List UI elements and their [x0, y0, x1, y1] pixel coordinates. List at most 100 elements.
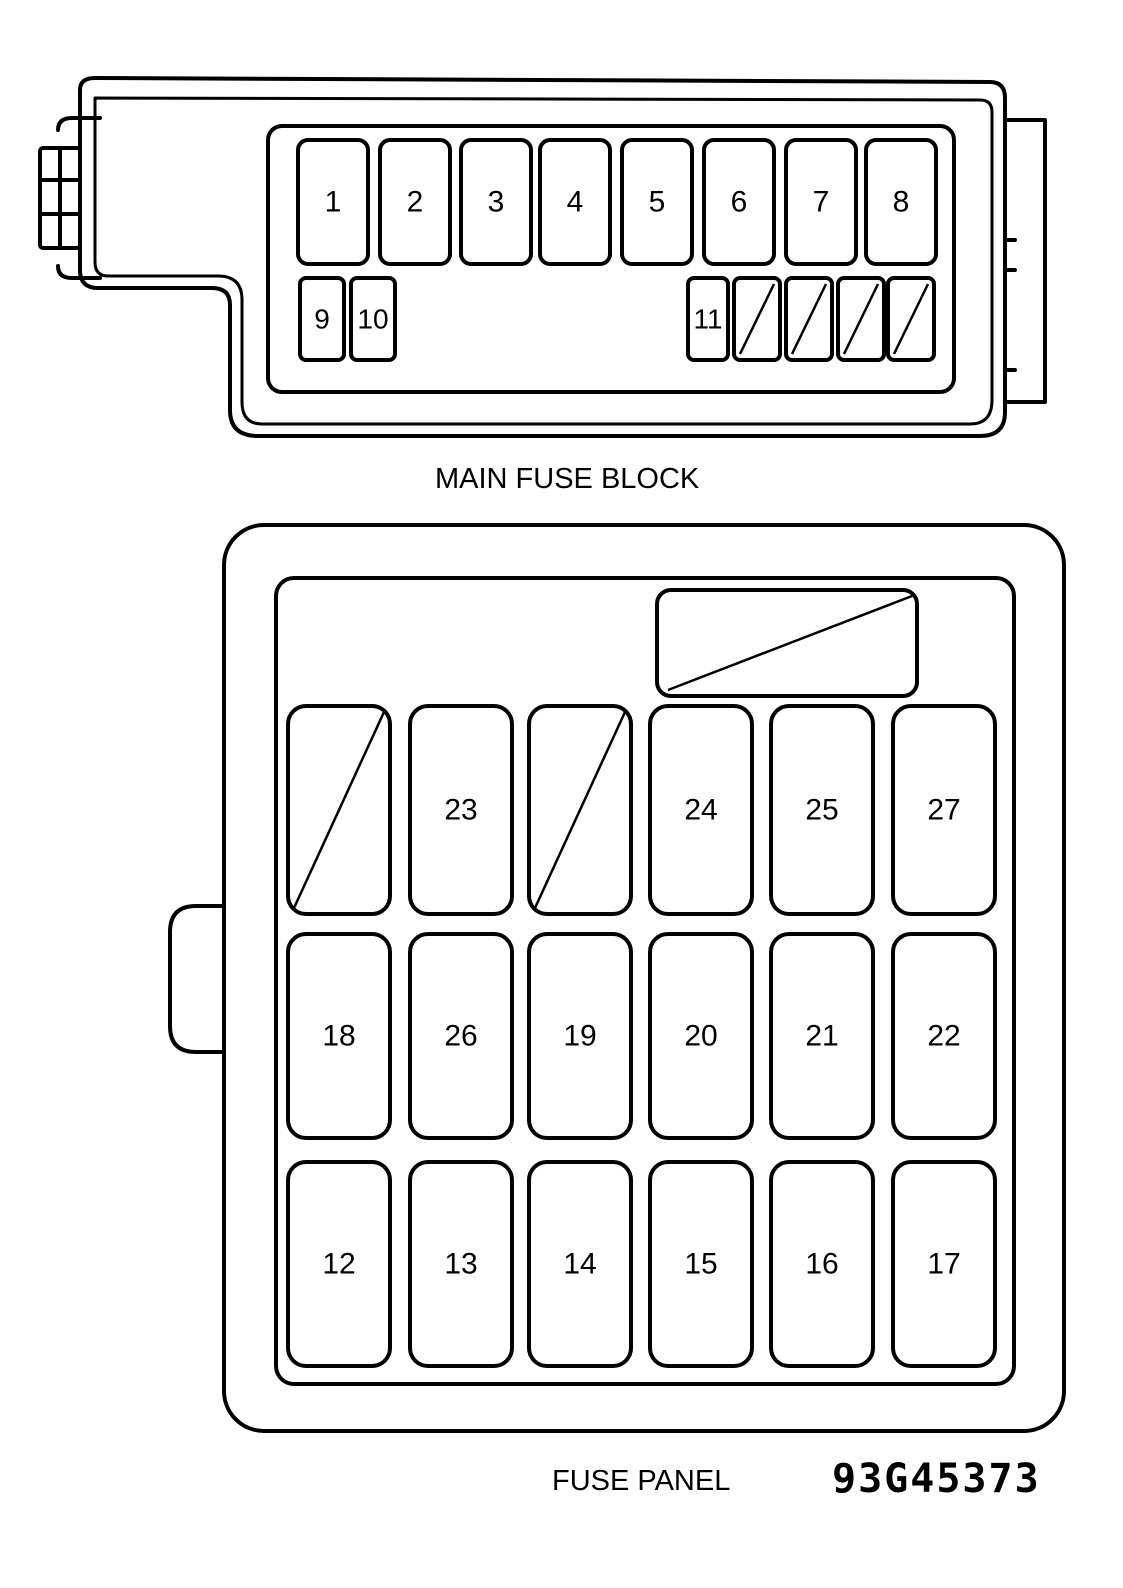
main-fuse-slots: 1 2 3 4 5 6 7 8 9 10 11	[296, 138, 938, 362]
panel-housing	[222, 523, 1066, 1433]
fuse-number: 17	[927, 1248, 960, 1281]
fuse-body	[459, 138, 533, 266]
blank-fuse-slot	[732, 276, 782, 362]
fuse-body	[408, 1160, 514, 1368]
fuse-number: 3	[488, 186, 505, 219]
fuse-number: 12	[322, 1248, 355, 1281]
fuse-number: 9	[314, 304, 330, 335]
fuse-number: 23	[444, 794, 477, 827]
fuse-body	[686, 276, 730, 362]
fuse-slot-8: 8	[864, 138, 938, 266]
fuse-number: 25	[805, 794, 838, 827]
fuse-slot-24: 24	[648, 704, 754, 916]
fuse-slot-9: 9	[298, 276, 346, 362]
fuse-number: 24	[684, 794, 717, 827]
fuse-body	[891, 704, 997, 916]
fuse-slot-25: 25	[769, 704, 875, 916]
blank-slot-slash	[790, 283, 828, 355]
main-block-housing	[78, 76, 1007, 438]
right-connector	[1003, 118, 1047, 404]
fuse-slot-12: 12	[286, 1160, 392, 1368]
fuse-body	[702, 138, 776, 266]
fuse-number: 4	[567, 186, 584, 219]
fuse-slot-7: 7	[784, 138, 858, 266]
blank-fuse-slot	[784, 276, 834, 362]
fuse-slot-26: 26	[408, 932, 514, 1140]
fuse-slot-18: 18	[286, 932, 392, 1140]
fuse-body	[349, 276, 397, 362]
main-block-tray	[266, 124, 956, 394]
fuse-slot-1: 1	[296, 138, 370, 266]
fuse-number: 6	[731, 186, 748, 219]
fuse-slot-11: 11	[686, 276, 730, 362]
fuse-number: 19	[563, 1020, 596, 1053]
blank-slot-slash	[892, 283, 930, 355]
fuse-panel-caption: FUSE PANEL	[552, 1465, 730, 1497]
fuse-body	[769, 704, 875, 916]
fuse-number: 27	[927, 794, 960, 827]
fuse-body	[769, 1160, 875, 1368]
fuse-body	[538, 138, 612, 266]
panel-side-tab	[168, 904, 226, 1054]
fuse-number: 16	[805, 1248, 838, 1281]
fuse-number: 15	[684, 1248, 717, 1281]
fuse-slot-14: 14	[527, 1160, 633, 1368]
fuse-number: 13	[444, 1248, 477, 1281]
fuse-number: 5	[649, 186, 666, 219]
fuse-body	[620, 138, 694, 266]
relay-slot	[655, 588, 919, 698]
fuse-body	[378, 138, 452, 266]
fuse-body	[648, 704, 754, 916]
fuse-number: 20	[684, 1020, 717, 1053]
fuse-slot-5: 5	[620, 138, 694, 266]
fuse-number: 18	[322, 1020, 355, 1053]
fuse-body	[286, 1160, 392, 1368]
fuse-number: 8	[893, 186, 910, 219]
panel-tray	[274, 576, 1016, 1386]
fuse-slot-4: 4	[538, 138, 612, 266]
fuse-body	[286, 932, 392, 1140]
fuse-slot-27: 27	[891, 704, 997, 916]
fuse-slot-20: 20	[648, 932, 754, 1140]
fuse-number: 1	[325, 186, 342, 219]
fuse-number: 26	[444, 1020, 477, 1053]
blank-slot-slash	[292, 711, 386, 909]
fuse-number: 21	[805, 1020, 838, 1053]
left-clip	[38, 116, 102, 280]
blank-fuse-slot	[836, 276, 886, 362]
blank-slot-slash	[533, 711, 627, 909]
fuse-body	[648, 932, 754, 1140]
figure-code: 93G45373	[832, 1456, 1041, 1502]
fuse-number: 2	[407, 186, 424, 219]
fuse-number: 10	[357, 304, 388, 335]
fuse-slot-6: 6	[702, 138, 776, 266]
fuse-body	[891, 1160, 997, 1368]
fuse-body	[769, 932, 875, 1140]
fuse-number: 7	[813, 186, 830, 219]
fuse-body	[864, 138, 938, 266]
fuse-body	[296, 138, 370, 266]
main-fuse-block: 1 2 3 4 5 6 7 8 9 10 11	[38, 76, 1047, 438]
fuse-slot-16: 16	[769, 1160, 875, 1368]
fuse-body	[298, 276, 346, 362]
fuse-body	[891, 932, 997, 1140]
fuse-slot-3: 3	[459, 138, 533, 266]
fuse-slot-2: 2	[378, 138, 452, 266]
main-block-caption: MAIN FUSE BLOCK	[435, 463, 700, 495]
fuse-body	[527, 932, 633, 1140]
fuse-slot-19: 19	[527, 932, 633, 1140]
fuse-body	[527, 1160, 633, 1368]
fuse-slot-21: 21	[769, 932, 875, 1140]
fuse-body	[408, 704, 514, 916]
fuse-slot-17: 17	[891, 1160, 997, 1368]
blank-slot-slash	[738, 283, 776, 355]
fuse-slot-13: 13	[408, 1160, 514, 1368]
fuse-body	[648, 1160, 754, 1368]
blank-fuse-slot	[527, 704, 633, 916]
blank-slot-slash	[842, 283, 880, 355]
main-block-housing-inner	[93, 96, 994, 426]
fuse-slot-10: 10	[349, 276, 397, 362]
